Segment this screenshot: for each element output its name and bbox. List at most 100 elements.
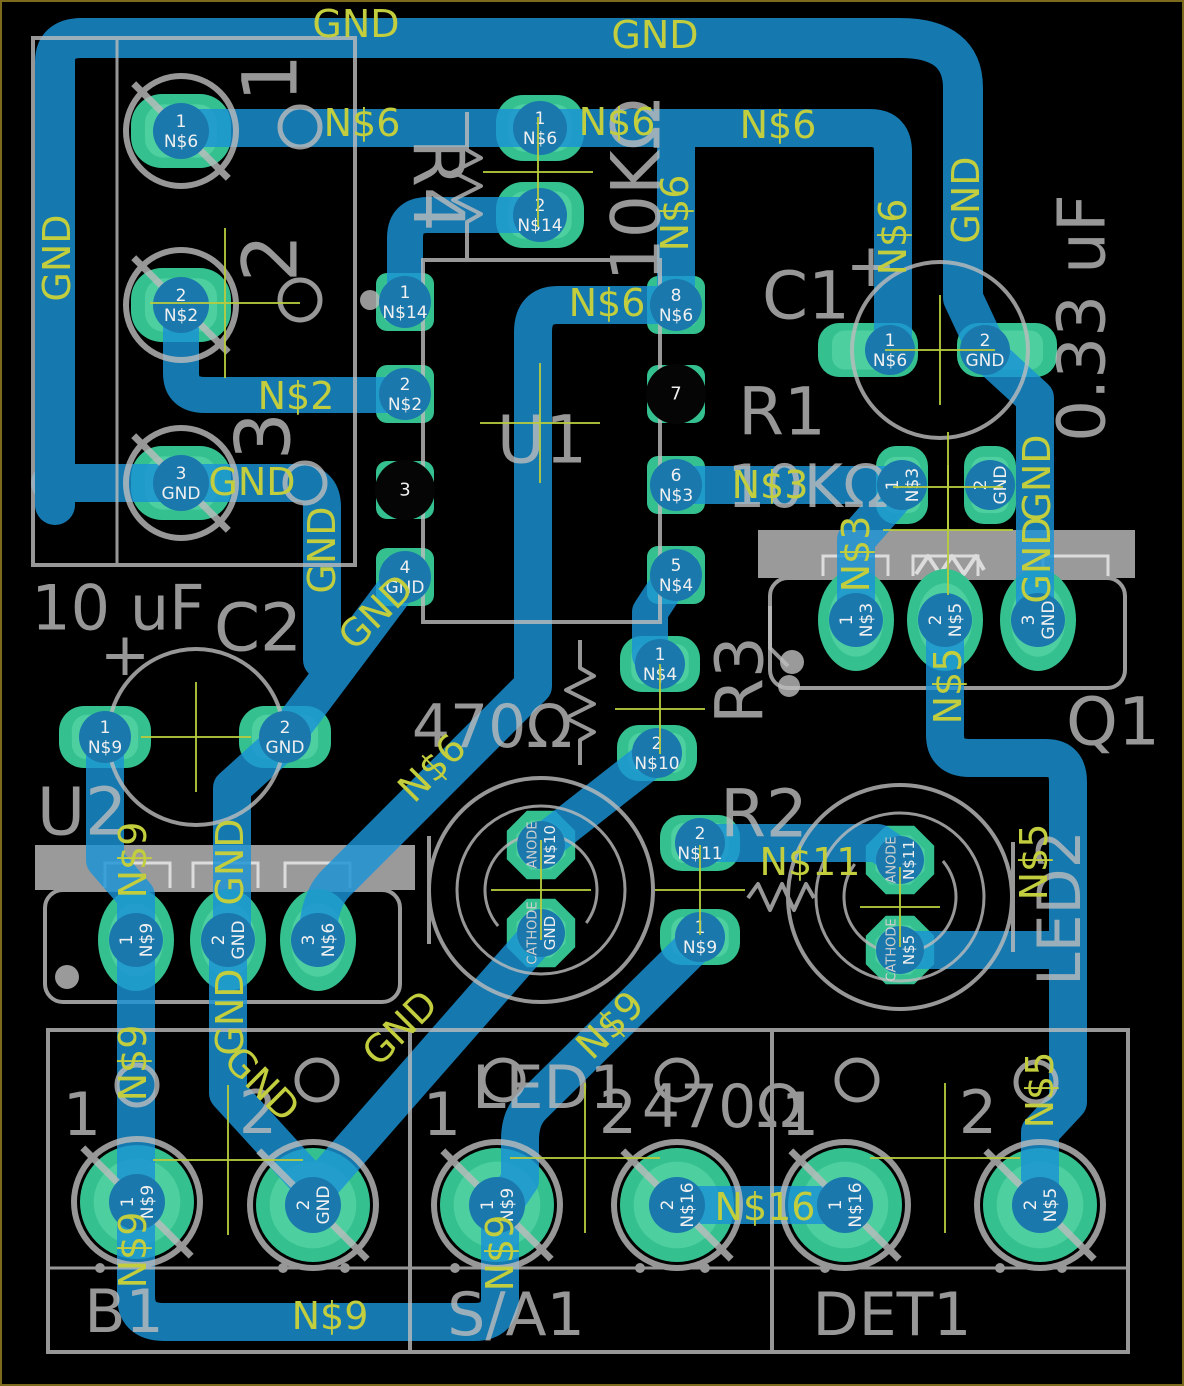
pad-net-label: N$5 — [946, 603, 966, 637]
net-label-n6[interactable]: N$6 — [653, 175, 697, 252]
pad-hole[interactable] — [513, 188, 567, 242]
trace-n5-19[interactable] — [926, 601, 1087, 1224]
net-label-gnd[interactable]: GND — [300, 506, 344, 593]
pad-hole[interactable] — [379, 276, 431, 328]
pad-hole[interactable] — [379, 368, 431, 420]
net-label-n9[interactable]: N$9 — [111, 1025, 155, 1102]
r3-hook[interactable] — [768, 606, 790, 668]
net-label-n2[interactable]: N$2 — [258, 374, 335, 418]
net-label-n6[interactable]: N$6 — [579, 100, 656, 144]
pad-hole[interactable] — [632, 728, 682, 778]
trace-n6-7[interactable] — [162, 109, 912, 369]
pad-hole[interactable] — [817, 1177, 873, 1233]
led2-outline[interactable] — [814, 811, 986, 983]
net-label-n5[interactable]: N$5 — [1012, 824, 1056, 901]
net-label-n16[interactable]: N$16 — [715, 1185, 816, 1229]
net-label-gnd[interactable]: GND — [208, 968, 252, 1055]
pad-hole[interactable] — [201, 913, 255, 967]
pad-hole[interactable] — [513, 101, 567, 155]
pad-hole[interactable] — [877, 460, 927, 510]
pad-hole[interactable] — [876, 836, 924, 884]
trace-n9-16[interactable] — [86, 721, 519, 1341]
net-label-gnd[interactable]: GND — [312, 2, 399, 46]
r2-resistor-symbol[interactable] — [746, 882, 816, 912]
net-label-n5[interactable]: N$5 — [926, 648, 970, 725]
pad-hole[interactable] — [829, 593, 883, 647]
trace-gnd-1[interactable] — [31, 464, 341, 679]
hole-mark[interactable] — [1013, 1059, 1059, 1105]
pad-hole[interactable] — [650, 549, 702, 601]
pad-hole[interactable] — [1011, 593, 1065, 647]
pad-hole[interactable] — [650, 279, 702, 331]
pad-number: 1 — [826, 1200, 846, 1211]
c1-outline[interactable] — [850, 260, 1030, 440]
hole-mark[interactable] — [277, 104, 323, 150]
trace-gnd-0[interactable] — [35, 18, 1005, 525]
pad-hole[interactable] — [109, 913, 163, 967]
trace-n9-17[interactable] — [484, 921, 719, 1224]
u1-outline[interactable] — [421, 258, 662, 624]
net-label-n5[interactable]: N$5 — [1018, 1052, 1062, 1129]
net-label-gnd[interactable]: GND — [944, 156, 988, 243]
r3-resistor-symbol[interactable] — [564, 640, 596, 765]
hole-mark[interactable] — [654, 1057, 700, 1103]
net-label-n6[interactable]: N$6 — [569, 281, 646, 325]
pad-hole[interactable] — [965, 460, 1015, 510]
det1-outline[interactable] — [770, 1028, 1130, 1354]
hole-mark[interactable] — [114, 1062, 160, 1108]
pad-hole[interactable] — [1012, 1177, 1068, 1233]
pad-hole[interactable] — [649, 1177, 705, 1233]
net-label-gnd[interactable]: GND — [208, 460, 295, 504]
pad-hole[interactable] — [109, 1174, 165, 1230]
net-label-n9[interactable]: N$9 — [292, 1294, 369, 1338]
hole-mark[interactable] — [294, 1057, 340, 1103]
pad-net-label: N$9 — [138, 1185, 158, 1219]
hole-mark[interactable] — [282, 460, 328, 506]
net-label-n3[interactable]: N$3 — [834, 516, 878, 593]
led1-outline[interactable] — [455, 804, 627, 976]
pad-hole[interactable] — [79, 711, 131, 763]
net-label-n6[interactable]: N$6 — [324, 101, 401, 145]
led2-arc[interactable] — [821, 818, 979, 976]
trace-n14-10[interactable] — [387, 197, 558, 318]
pad-hole[interactable] — [918, 593, 972, 647]
net-label-n3[interactable]: N$3 — [732, 463, 809, 507]
pad-hole[interactable] — [876, 926, 924, 974]
net-label-n6[interactable]: N$6 — [740, 103, 817, 147]
pad-hole[interactable] — [259, 711, 311, 763]
net-label-n9[interactable]: N$9 — [478, 1215, 522, 1292]
net-label-gnd[interactable]: GND — [208, 818, 252, 905]
pad-hole[interactable] — [291, 913, 345, 967]
trace-n2-11[interactable] — [163, 287, 423, 413]
net-label-gnd[interactable]: GND — [1015, 434, 1059, 521]
net-label-gnd[interactable]: GND — [611, 13, 698, 57]
net-label-n9[interactable]: N$9 — [111, 822, 155, 899]
pad-hole[interactable] — [469, 1177, 525, 1233]
pad-hole[interactable] — [675, 912, 725, 962]
hole-mark[interactable] — [277, 277, 323, 323]
net-label-n11[interactable]: N$11 — [760, 840, 861, 884]
connector-outline[interactable] — [31, 36, 357, 567]
pad-ring — [974, 1139, 1106, 1271]
net-label-n9[interactable]: N$9 — [111, 1212, 155, 1289]
pad-hole[interactable] — [153, 277, 209, 333]
trace-gnd-2[interactable] — [266, 558, 424, 756]
net-label-gnd[interactable]: GND — [1015, 516, 1059, 603]
pad-hole[interactable] — [153, 103, 209, 159]
pad-hole[interactable] — [379, 551, 431, 603]
pad-hole[interactable] — [285, 1177, 341, 1233]
pad-hole[interactable] — [153, 455, 209, 511]
pad-hole[interactable] — [650, 459, 702, 511]
trace-gnd-5[interactable] — [294, 914, 560, 1212]
led1-arc[interactable] — [462, 811, 620, 969]
pad-net-label: N$6 — [319, 923, 339, 957]
hole-mark[interactable] — [480, 1057, 526, 1103]
q1-zigzag[interactable] — [914, 554, 986, 576]
pad-hole[interactable] — [375, 460, 435, 520]
pad-hole[interactable] — [646, 364, 706, 424]
pad-hole[interactable] — [675, 818, 725, 868]
r4-resistor-symbol[interactable] — [451, 112, 483, 262]
hole-mark[interactable] — [834, 1057, 880, 1103]
net-label-gnd[interactable]: GND — [35, 214, 79, 301]
net-label-n6[interactable]: N$6 — [871, 199, 915, 276]
